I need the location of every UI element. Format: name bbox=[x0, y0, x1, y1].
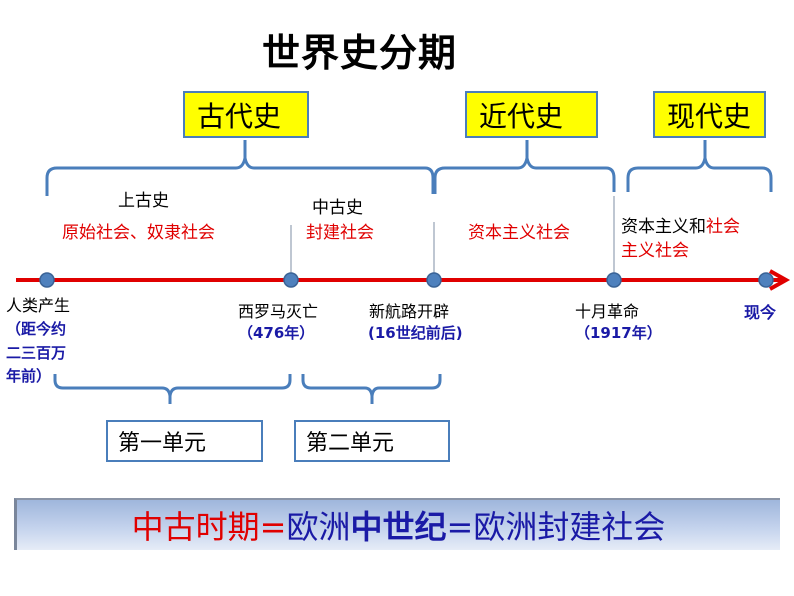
event-date-16c: (16世纪前后) bbox=[368, 324, 463, 342]
ancient-era-bracket bbox=[45, 157, 435, 196]
banner-feudal-society: =欧洲封建社会 bbox=[446, 508, 666, 546]
modern-era-bracket bbox=[433, 157, 616, 194]
banner-medieval-period: 中古时期= bbox=[131, 508, 287, 546]
event-date-476: （476年） bbox=[238, 324, 315, 342]
era-box-ancient: 古代史 bbox=[183, 91, 309, 138]
unit-box-two: 第二单元 bbox=[294, 420, 450, 462]
era-box-contemporary: 现代史 bbox=[653, 91, 766, 138]
period-name-medieval: 中古史 bbox=[312, 198, 363, 218]
event-label-1917: 十月革命 bbox=[575, 302, 640, 321]
page-title: 世界史分期 bbox=[262, 31, 458, 75]
timeline-node-origin bbox=[39, 272, 55, 288]
era-label-ancient: 古代史 bbox=[197, 99, 282, 133]
event-label-476: 西罗马灭亡 bbox=[238, 302, 319, 321]
timeline-node-16c bbox=[426, 272, 442, 288]
event-label-origin: 人类产生 bbox=[6, 296, 71, 315]
era-label-modern: 近代史 bbox=[479, 99, 564, 133]
timeline-node-1917 bbox=[606, 272, 622, 288]
unit-label-one: 第一单元 bbox=[118, 431, 207, 456]
event-date-origin-line1: （距今约 bbox=[6, 320, 67, 338]
timeline-node-476 bbox=[283, 272, 299, 288]
society-medieval: 封建社会 bbox=[306, 223, 374, 243]
period-name-ancient: 上古史 bbox=[118, 191, 169, 211]
society-contemporary-line1: 资本主义和社会 bbox=[621, 212, 740, 237]
society-modern: 资本主义社会 bbox=[468, 223, 570, 243]
event-label-16c: 新航路开辟 bbox=[369, 302, 450, 321]
unit-one-bracket bbox=[53, 374, 292, 404]
timeline-node-present bbox=[758, 272, 774, 288]
society-contemporary-line2: 主义社会 bbox=[621, 241, 689, 261]
summary-banner: 中古时期=欧洲中世纪=欧洲封建社会 bbox=[14, 498, 780, 550]
event-date-origin-line3: 年前） bbox=[6, 367, 52, 385]
era-label-contemporary: 现代史 bbox=[667, 99, 752, 133]
unit-label-two: 第二单元 bbox=[306, 431, 395, 456]
event-label-present: 现今 bbox=[744, 303, 777, 322]
event-date-1917: （1917年） bbox=[575, 324, 662, 342]
timeline-arrow-icon bbox=[769, 269, 791, 291]
contemporary-era-bracket bbox=[626, 157, 773, 192]
banner-europe: 欧洲 bbox=[286, 508, 351, 546]
banner-middle-ages: 中世纪 bbox=[350, 508, 447, 546]
society-contemporary-black: 资本主义和 bbox=[621, 217, 706, 237]
event-date-origin-line2: 二三百万 bbox=[6, 344, 67, 362]
unit-two-bracket bbox=[301, 374, 442, 404]
society-ancient: 原始社会、奴隶社会 bbox=[62, 223, 215, 243]
era-box-modern: 近代史 bbox=[465, 91, 598, 138]
society-contemporary-red: 社会 bbox=[706, 217, 740, 237]
unit-box-one: 第一单元 bbox=[106, 420, 263, 462]
